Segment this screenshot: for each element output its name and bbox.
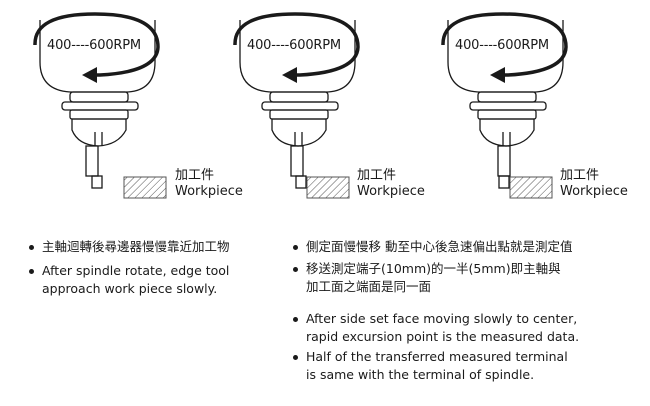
note-line: approach work piece slowly. xyxy=(42,281,218,296)
diagram-drawing xyxy=(33,12,568,199)
workpiece-label-zh: 加工件 xyxy=(357,168,397,183)
station-3 xyxy=(441,12,568,199)
note-text: 主軸迴轉後尋邊器慢慢靠近加工物 xyxy=(42,239,230,254)
note-item: After spindle rotate, edge tool approach… xyxy=(28,262,278,298)
workpiece-hatch-icon xyxy=(509,176,553,199)
spindle-icon xyxy=(447,20,564,147)
workpiece-label: 加工件 Workpiece xyxy=(175,168,243,200)
workpiece-label-zh: 加工件 xyxy=(560,168,600,183)
workpiece-label: 加工件 Workpiece xyxy=(357,168,425,200)
rotation-arrow-icon xyxy=(33,12,160,83)
note-item: Half of the transferred measured termina… xyxy=(292,348,642,384)
note-text: 側定面慢慢移 動至中心後急速偏出點就是測定值 xyxy=(306,239,573,254)
note-line: 移送測定端子(10mm)的一半(5mm)即主軸與 xyxy=(306,261,561,276)
workpiece-label-zh: 加工件 xyxy=(175,168,215,183)
diagram-stage: 400----600RPM 400----600RPM 400----600RP… xyxy=(33,12,628,200)
note-item: 主軸迴轉後尋邊器慢慢靠近加工物 xyxy=(28,238,278,256)
note-line: After spindle rotate, edge tool xyxy=(42,263,230,278)
edge-finder-probe-icon xyxy=(85,145,103,189)
note-line: is same with the terminal of spindle. xyxy=(306,367,535,382)
note-item: 移送測定端子(10mm)的一半(5mm)即主軸與 加工面之端面是同一面 xyxy=(292,260,642,296)
station-2 xyxy=(233,12,360,199)
edge-finder-probe-icon xyxy=(497,145,511,189)
note-item: After side set face moving slowly to cen… xyxy=(292,310,642,346)
station-1 xyxy=(33,12,167,199)
workpiece-label: 加工件 Workpiece xyxy=(560,168,628,200)
rpm-label: 400----600RPM xyxy=(47,38,141,53)
note-line: 加工面之端面是同一面 xyxy=(306,279,432,294)
workpiece-label-en: Workpiece xyxy=(560,184,628,199)
note-line: Half of the transferred measured termina… xyxy=(306,349,568,364)
rotation-arrow-icon xyxy=(233,12,360,83)
workpiece-label-en: Workpiece xyxy=(175,184,243,199)
note-line: After side set face moving slowly to cen… xyxy=(306,311,578,326)
workpiece-hatch-icon xyxy=(123,176,167,199)
note-line: rapid excursion point is the measured da… xyxy=(306,329,580,344)
note-item: 側定面慢慢移 動至中心後急速偏出點就是測定值 xyxy=(292,238,642,256)
right-notes: 側定面慢慢移 動至中心後急速偏出點就是測定值 移送測定端子(10mm)的一半(5… xyxy=(292,238,642,384)
rotation-arrow-icon xyxy=(441,12,568,83)
edge-finder-probe-icon xyxy=(290,145,307,189)
rpm-label: 400----600RPM xyxy=(455,38,549,53)
workpiece-label-en: Workpiece xyxy=(357,184,425,199)
rpm-label: 400----600RPM xyxy=(247,38,341,53)
left-notes: 主軸迴轉後尋邊器慢慢靠近加工物 After spindle rotate, ed… xyxy=(28,238,278,298)
workpiece-hatch-icon xyxy=(306,176,350,199)
